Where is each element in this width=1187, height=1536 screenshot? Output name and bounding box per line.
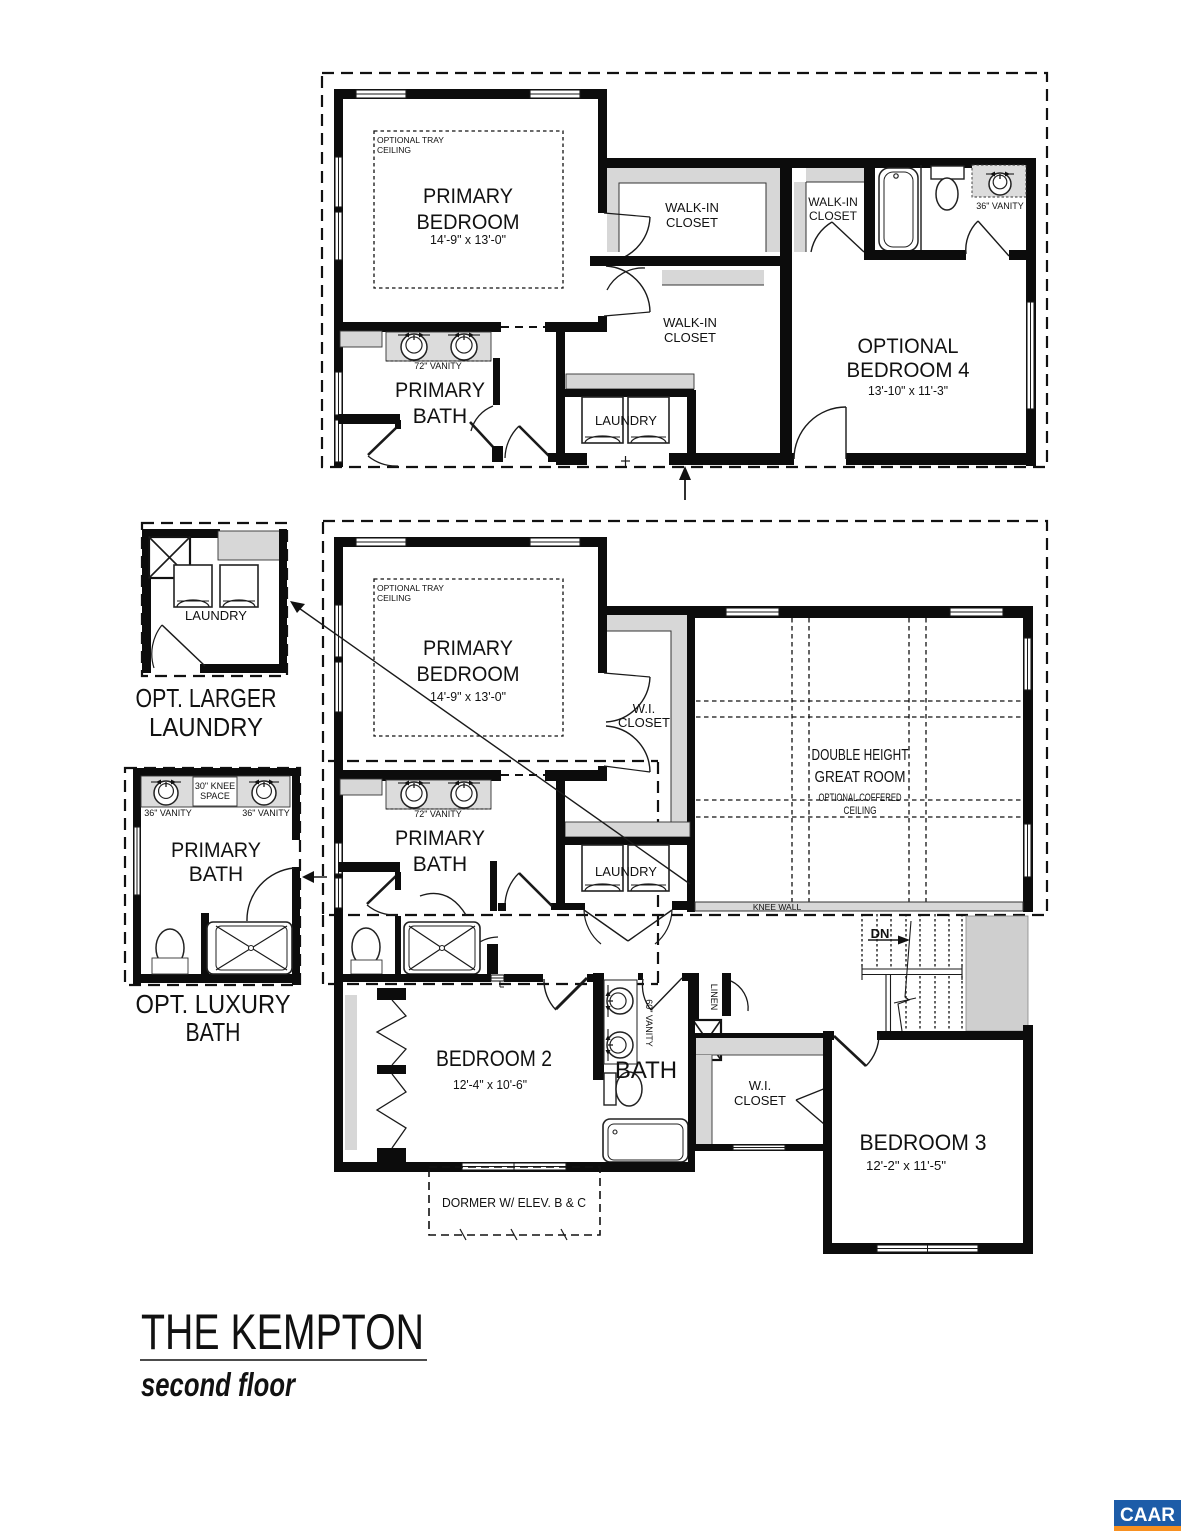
svg-text:OPT. LUXURY: OPT. LUXURY xyxy=(136,989,291,1019)
svg-text:BEDROOM: BEDROOM xyxy=(417,663,520,686)
svg-text:BEDROOM 4: BEDROOM 4 xyxy=(847,359,970,382)
svg-text:BEDROOM 3: BEDROOM 3 xyxy=(860,1130,987,1155)
svg-text:BATH: BATH xyxy=(413,853,467,876)
svg-text:CLOSET: CLOSET xyxy=(809,209,858,223)
svg-text:BATH: BATH xyxy=(189,863,243,886)
svg-text:THE KEMPTON: THE KEMPTON xyxy=(141,1304,424,1360)
svg-text:SPACE: SPACE xyxy=(200,791,230,801)
svg-text:OPTIONAL TRAY: OPTIONAL TRAY xyxy=(377,135,444,145)
svg-text:OPTIONAL: OPTIONAL xyxy=(858,335,959,358)
svg-text:CAAR: CAAR xyxy=(1120,1505,1175,1526)
svg-text:12'-2" x 11'-5": 12'-2" x 11'-5" xyxy=(866,1158,946,1173)
svg-text:W.I.: W.I. xyxy=(633,701,655,716)
svg-text:72" VANITY: 72" VANITY xyxy=(414,361,462,371)
svg-text:OPT. LARGER: OPT. LARGER xyxy=(136,683,277,713)
svg-text:GREAT ROOM: GREAT ROOM xyxy=(815,769,906,786)
svg-text:36" VANITY: 36" VANITY xyxy=(976,201,1024,211)
svg-text:BATH: BATH xyxy=(615,1057,677,1084)
svg-text:12'-4" x 10'-6": 12'-4" x 10'-6" xyxy=(453,1077,527,1092)
svg-text:LAUNDRY: LAUNDRY xyxy=(149,712,263,742)
svg-text:W.I.: W.I. xyxy=(749,1078,771,1093)
svg-text:LAUNDRY: LAUNDRY xyxy=(595,413,657,428)
svg-text:DORMER W/ ELEV. B & C: DORMER W/ ELEV. B & C xyxy=(442,1196,586,1210)
svg-text:BEDROOM 2: BEDROOM 2 xyxy=(436,1046,552,1071)
svg-text:CLOSET: CLOSET xyxy=(666,215,718,230)
svg-text:LAUNDRY: LAUNDRY xyxy=(595,864,657,879)
svg-text:PRIMARY: PRIMARY xyxy=(171,839,261,862)
svg-text:CLOSET: CLOSET xyxy=(618,715,670,730)
svg-text:36" VANITY: 36" VANITY xyxy=(242,808,290,818)
svg-text:13'-10" x 11'-3": 13'-10" x 11'-3" xyxy=(868,383,948,398)
svg-text:BEDROOM: BEDROOM xyxy=(417,211,520,234)
svg-text:72" VANITY: 72" VANITY xyxy=(414,809,462,819)
svg-text:PRIMARY: PRIMARY xyxy=(423,185,513,208)
svg-text:CEILING: CEILING xyxy=(377,593,411,603)
svg-text:60" VANITY: 60" VANITY xyxy=(644,999,654,1047)
svg-text:CLOSET: CLOSET xyxy=(664,330,716,345)
svg-text:PRIMARY: PRIMARY xyxy=(395,379,485,402)
svg-text:BATH: BATH xyxy=(186,1017,241,1047)
svg-text:CLOSET: CLOSET xyxy=(734,1093,786,1108)
svg-text:30" KNEE: 30" KNEE xyxy=(195,781,235,791)
svg-text:LAUNDRY: LAUNDRY xyxy=(185,608,247,623)
svg-text:DOUBLE HEIGHT: DOUBLE HEIGHT xyxy=(812,747,909,764)
svg-text:DN: DN xyxy=(871,926,890,941)
svg-text:second floor: second floor xyxy=(141,1366,297,1403)
svg-text:WALK-IN: WALK-IN xyxy=(663,315,717,330)
svg-text:OPTIONAL COFFERED: OPTIONAL COFFERED xyxy=(819,792,902,804)
svg-text:CEILING: CEILING xyxy=(844,805,877,817)
svg-text:14'-9" x 13'-0": 14'-9" x 13'-0" xyxy=(430,232,506,247)
svg-text:PRIMARY: PRIMARY xyxy=(395,827,485,850)
svg-text:BATH: BATH xyxy=(413,405,467,428)
svg-text:LINEN: LINEN xyxy=(709,984,719,1011)
svg-text:WALK-IN: WALK-IN xyxy=(665,200,719,215)
svg-text:CEILING: CEILING xyxy=(377,145,411,155)
svg-text:PRIMARY: PRIMARY xyxy=(423,637,513,660)
svg-text:WALK-IN: WALK-IN xyxy=(808,195,858,209)
svg-text:OPTIONAL TRAY: OPTIONAL TRAY xyxy=(377,583,444,593)
svg-text:36" VANITY: 36" VANITY xyxy=(144,808,192,818)
svg-text:KNEE WALL: KNEE WALL xyxy=(753,902,802,912)
svg-text:14'-9" x 13'-0": 14'-9" x 13'-0" xyxy=(430,689,506,704)
